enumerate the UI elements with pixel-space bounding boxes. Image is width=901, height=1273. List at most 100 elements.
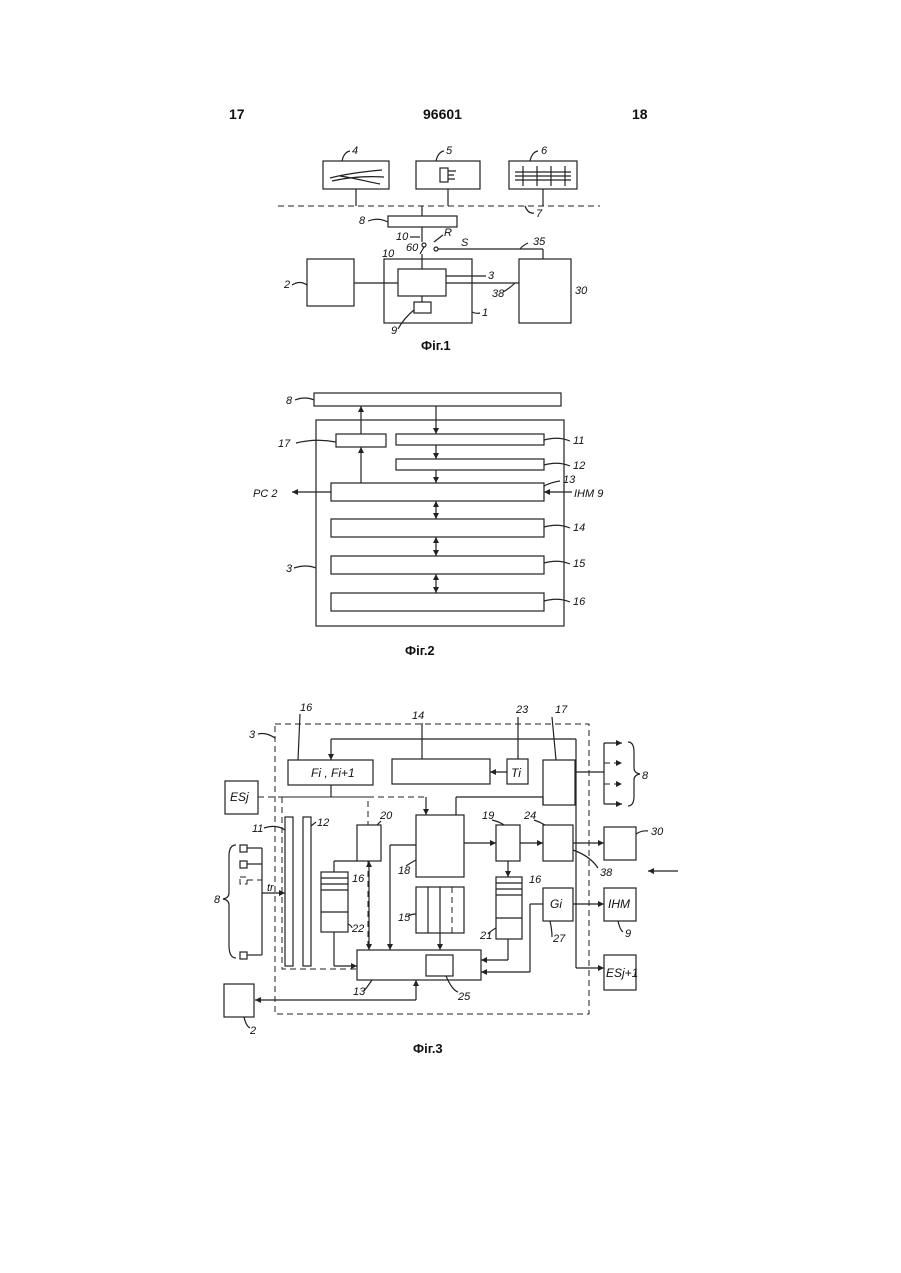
block-15	[331, 556, 544, 574]
fig3-label-2: 2	[249, 1025, 256, 1037]
signal-icon	[440, 168, 448, 182]
arrow	[328, 754, 334, 760]
fig2-label-16: 16	[573, 596, 586, 608]
block-18	[416, 815, 464, 877]
fig1-label-2: 2	[283, 279, 290, 291]
arrow	[358, 406, 364, 412]
fig3-label-3: 3	[249, 729, 256, 741]
fig3-label-25: 25	[457, 991, 471, 1003]
arrow	[437, 944, 443, 950]
connector	[573, 850, 598, 868]
fig3-label-ti: Ti	[511, 766, 521, 780]
fig3-label-30: 30	[651, 826, 664, 838]
leader	[342, 151, 350, 161]
block-14	[331, 519, 544, 537]
block-11	[396, 434, 544, 445]
fig2-label-13: 13	[563, 474, 576, 486]
fig3-caption: Фіг.3	[413, 1041, 443, 1056]
block-30	[519, 259, 571, 323]
block-19	[496, 825, 520, 861]
fig3-label-14: 14	[412, 710, 424, 722]
fig3-label-23: 23	[515, 704, 529, 716]
fig3-label-20: 20	[379, 810, 393, 822]
leader	[530, 151, 538, 161]
leader	[436, 151, 444, 161]
fig1-label-35: 35	[533, 236, 546, 248]
fig3-label-22: 22	[351, 923, 364, 935]
block-16	[331, 593, 544, 611]
fig2-label-8: 8	[286, 395, 293, 407]
brace-right	[628, 742, 640, 806]
leader	[525, 206, 534, 213]
fig3-label-gi: Gi	[550, 897, 562, 911]
fig3-label-27: 27	[552, 933, 566, 945]
arrow	[387, 944, 393, 950]
leader	[492, 820, 504, 825]
fig1-label-1: 1	[482, 307, 488, 319]
fig3-label-11: 11	[252, 823, 263, 835]
fig3-label-16b: 16	[529, 874, 542, 886]
fig1-label-6: 6	[541, 145, 548, 157]
block-24	[543, 825, 573, 861]
block-30	[604, 827, 636, 860]
brace-left	[223, 845, 236, 958]
block-2	[224, 984, 254, 1017]
block-17	[336, 434, 386, 447]
fig2-label-pc2: PC 2	[253, 488, 277, 500]
fig1-label-4: 4	[352, 145, 358, 157]
fig2-label-11: 11	[573, 435, 584, 447]
input-port	[240, 845, 247, 852]
fig1-label-30: 30	[575, 285, 588, 297]
leader	[520, 243, 528, 249]
block-9	[414, 302, 431, 313]
fig2-label-17: 17	[278, 438, 291, 450]
fig2-caption: Фіг.2	[405, 643, 435, 658]
fig1-label-9: 9	[391, 325, 397, 337]
fig2-label-14: 14	[573, 522, 585, 534]
fig1-label-S: S	[461, 237, 469, 249]
leader	[295, 398, 314, 400]
fig3-label-esj1: ESj+1	[606, 966, 638, 980]
fig1-label-3: 3	[488, 270, 495, 282]
block-8	[388, 216, 457, 227]
fig1-label-R: R	[444, 227, 452, 239]
arrow	[481, 969, 487, 975]
arrow	[255, 997, 261, 1003]
fig2-label-15: 15	[573, 558, 586, 570]
input-port	[240, 877, 247, 884]
fig3-label-38: 38	[600, 867, 613, 879]
leader	[636, 831, 648, 834]
leader	[406, 860, 416, 866]
arrow	[292, 489, 298, 495]
fig1-label-10b: 10	[382, 248, 395, 260]
block-17	[543, 760, 575, 805]
fig1-label-8: 8	[359, 215, 366, 227]
fig3-label-16a: 16	[352, 873, 365, 885]
fig3-label-tr: tr	[267, 882, 275, 894]
fig3-label-ihm: IHM	[608, 897, 630, 911]
arrow	[505, 871, 511, 877]
block-21-stack	[496, 877, 522, 939]
block-8	[314, 393, 561, 406]
input-port	[240, 861, 247, 868]
arrow	[351, 963, 357, 969]
fig3-label-18: 18	[398, 865, 411, 877]
fig3-label-fi: Fi , Fi+1	[311, 766, 355, 780]
block-2	[307, 259, 354, 306]
fig2-label-12: 12	[573, 460, 585, 472]
fig2-label-ihm9: IHM 9	[574, 488, 603, 500]
block-13	[357, 950, 481, 980]
leader	[472, 312, 480, 313]
block-12	[303, 817, 311, 966]
arrow	[413, 980, 419, 986]
switch-blade	[420, 247, 424, 254]
figure-1: 4 5 6 7 8 10 R S 60 35	[278, 145, 600, 337]
fig1-caption: Фіг.1	[421, 338, 451, 353]
fig3-label-12: 12	[317, 817, 329, 829]
device-6-box	[509, 161, 577, 189]
fig3-label-esj: ESj	[230, 790, 249, 804]
block-11	[285, 817, 293, 966]
leader	[503, 283, 515, 292]
fig3-label-8-right: 8	[642, 770, 649, 782]
